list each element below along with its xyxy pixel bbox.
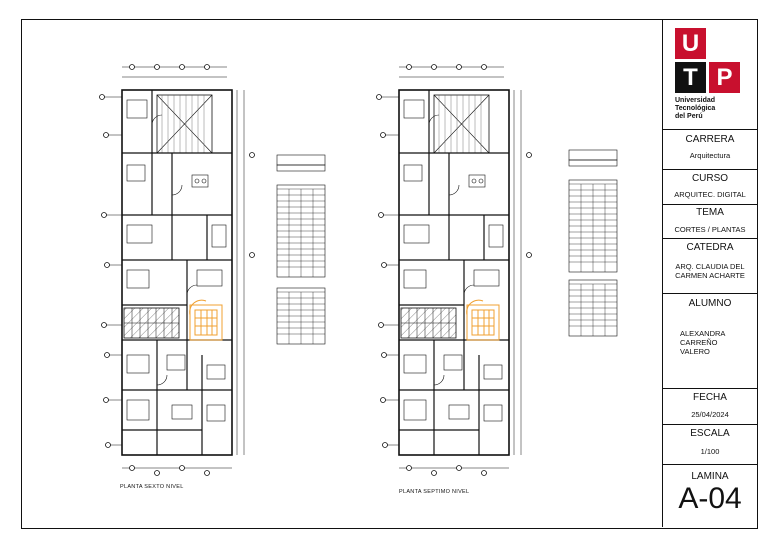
curso-label: CURSO <box>691 173 729 184</box>
plan-caption-sexto: PLANTA SEXTO NIVEL <box>120 484 184 490</box>
tema-cell: TEMA CORTES / PLANTAS <box>663 205 757 239</box>
drawing-sheet: PLANTA SEXTO NIVEL PLANTA SEPTIMO NIVEL … <box>21 19 758 529</box>
logo-letter-u: U <box>675 28 706 59</box>
logo-letter-p: P <box>709 62 740 93</box>
logo-letter-t: T <box>675 62 706 93</box>
lamina-cell: LAMINA A-04 <box>663 465 757 527</box>
logo-cell: U T P Universidad Tecnológica del Perú <box>663 20 757 130</box>
tema-value: CORTES / PLANTAS <box>674 225 746 234</box>
carrera-cell: CARRERA Arquitectura <box>663 130 757 170</box>
lamina-number: A-04 <box>678 482 742 515</box>
carrera-label: CARRERA <box>685 134 735 145</box>
escala-cell: ESCALA 1/100 <box>663 425 757 465</box>
curso-value: ARQUITEC. DIGITAL <box>674 190 746 199</box>
catedra-cell: CATEDRA ARQ. CLAUDIA DEL CARMEN ACHARTE <box>663 239 757 294</box>
escala-value: 1/100 <box>700 447 720 456</box>
curso-cell: CURSO ARQUITEC. DIGITAL <box>663 170 757 205</box>
catedra-value: ARQ. CLAUDIA DEL CARMEN ACHARTE <box>675 262 745 280</box>
utp-logo: U T P <box>675 28 741 94</box>
fecha-cell: FECHA 25/04/2024 <box>663 389 757 425</box>
escala-label: ESCALA <box>690 428 730 439</box>
fecha-value: 25/04/2024 <box>691 410 729 419</box>
carrera-value: Arquitectura <box>689 151 731 160</box>
plan-septimo-nivel <box>375 63 533 477</box>
catedra-label: CATEDRA <box>686 242 734 253</box>
alumno-cell: ALUMNO ALEXANDRA CARREÑO VALERO <box>663 294 757 389</box>
alumno-value: ALEXANDRA CARREÑO VALERO <box>680 329 726 356</box>
title-block: U T P Universidad Tecnológica del Perú C… <box>662 20 757 527</box>
plan-caption-septimo: PLANTA SEPTIMO NIVEL <box>399 489 470 495</box>
alumno-label: ALUMNO <box>688 298 732 309</box>
floor-plans-drawing <box>98 63 618 477</box>
plan-sexto-nivel <box>98 63 256 477</box>
university-name: Universidad Tecnológica del Perú <box>675 97 716 120</box>
lamina-label: LAMINA <box>691 471 729 482</box>
fecha-label: FECHA <box>693 392 727 403</box>
tema-label: TEMA <box>696 207 724 218</box>
